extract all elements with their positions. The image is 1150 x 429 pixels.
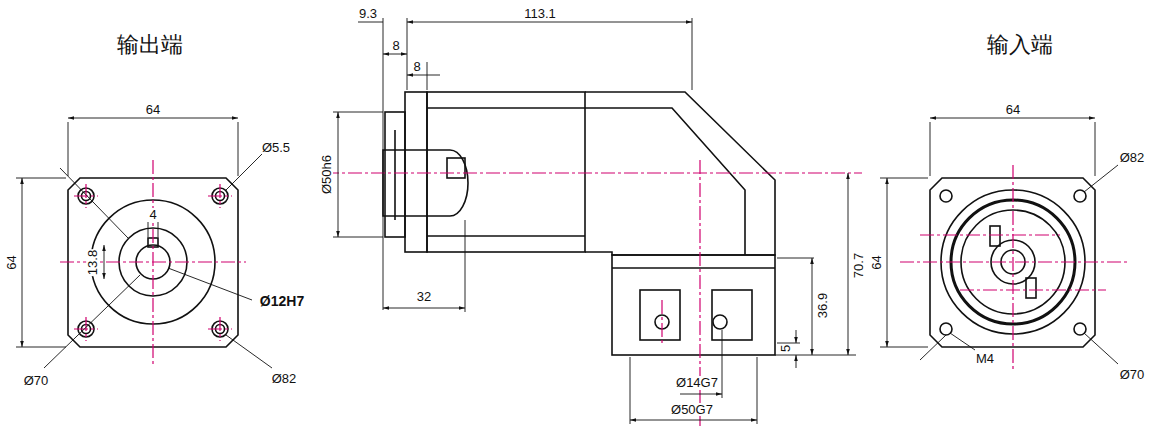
dimension-label: Ø82 (1119, 151, 1146, 164)
dimension-label: Ø5.5 (261, 141, 291, 154)
dimension-label: 113.1 (523, 7, 557, 20)
dimension-label: Ø50G7 (670, 403, 714, 416)
view-title: 输出端 (116, 34, 184, 56)
dimension-label: M4 (975, 352, 995, 365)
dimension-label: 64 (5, 254, 18, 270)
dimension-label: Ø14G7 (675, 376, 719, 389)
dimension-label: 64 (145, 103, 161, 116)
dimension-label: 4 (148, 208, 157, 221)
dimension-lines (16, 18, 1118, 424)
dimension-label: Ø12H7 (259, 294, 305, 308)
dimension-label: Ø70 (1119, 368, 1146, 381)
dimension-label: 64 (1005, 103, 1021, 116)
view-title: 输入端 (986, 34, 1054, 56)
dimension-label: 36.9 (817, 291, 830, 318)
dimension-label: 70.7 (853, 251, 866, 278)
outlines (68, 92, 1095, 355)
dimension-label: 8 (412, 60, 421, 73)
dimension-label: Ø82 (271, 372, 298, 385)
dimension-label: 32 (416, 290, 432, 303)
dimension-label: Ø70 (23, 374, 50, 387)
dimension-label: 5 (779, 343, 792, 352)
dimension-label: 64 (870, 254, 883, 270)
centerlines (60, 160, 1130, 426)
dimension-label: 8 (391, 39, 400, 52)
dimension-label: Ø50h6 (320, 153, 333, 194)
dimension-label: 13.8 (87, 248, 100, 275)
dimension-label: 9.3 (358, 7, 378, 20)
